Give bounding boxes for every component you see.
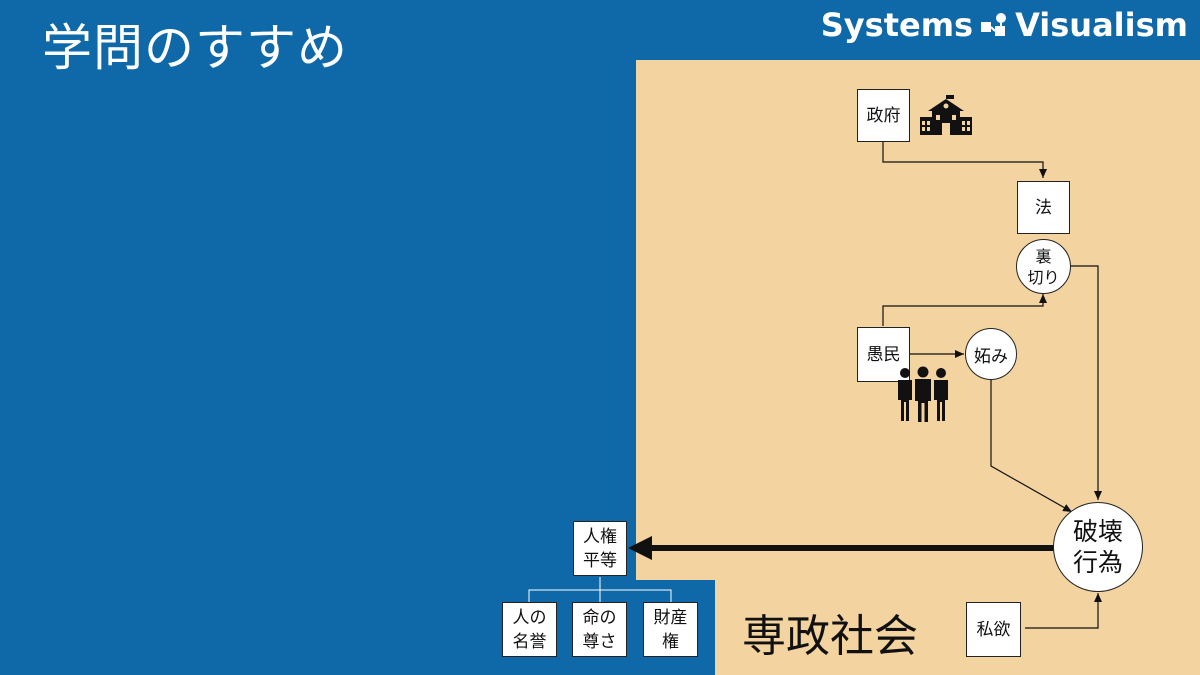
- arrow-envy-to-destruction: [990, 380, 1073, 513]
- brand-word-visualism: Visualism: [1015, 6, 1188, 44]
- arrow-government-to-law: [882, 142, 1047, 178]
- node-property: 財産 権: [643, 602, 698, 657]
- diagram-caption: 専政社会: [742, 611, 918, 662]
- page-title: 学問のすすめ: [42, 19, 348, 77]
- node-ignorant-people: 愚民: [857, 327, 910, 382]
- node-betrayal: 裏 切り: [1016, 239, 1071, 294]
- node-law: 法: [1017, 181, 1070, 234]
- node-honor: 人の 名誉: [502, 602, 557, 657]
- arrow-betrayal-to-destruction: [1070, 265, 1102, 500]
- node-selfish-desire: 私欲: [966, 602, 1021, 657]
- group-of-people-icon: [893, 366, 953, 426]
- arrow-ignorant-to-betrayal: [882, 294, 1047, 326]
- arrow-selfish-to-destruction: [1025, 593, 1102, 629]
- node-human-rights: 人権 平等: [573, 521, 627, 576]
- school-building-icon: [918, 93, 974, 141]
- arrow-destruction-to-rights-head: [628, 536, 652, 560]
- brand-logo: Systems Visualism: [821, 6, 1188, 44]
- diagram-panel: [636, 60, 1200, 580]
- systems-visualism-logo-icon: [979, 10, 1009, 40]
- node-government: 政府: [857, 89, 910, 142]
- diagram-panel-lower: [715, 578, 1200, 675]
- node-destruction: 破壊 行為: [1053, 502, 1143, 592]
- node-envy: 妬み: [965, 328, 1017, 380]
- node-life-dignity: 命の 尊さ: [572, 602, 627, 657]
- brand-word-systems: Systems: [820, 6, 974, 44]
